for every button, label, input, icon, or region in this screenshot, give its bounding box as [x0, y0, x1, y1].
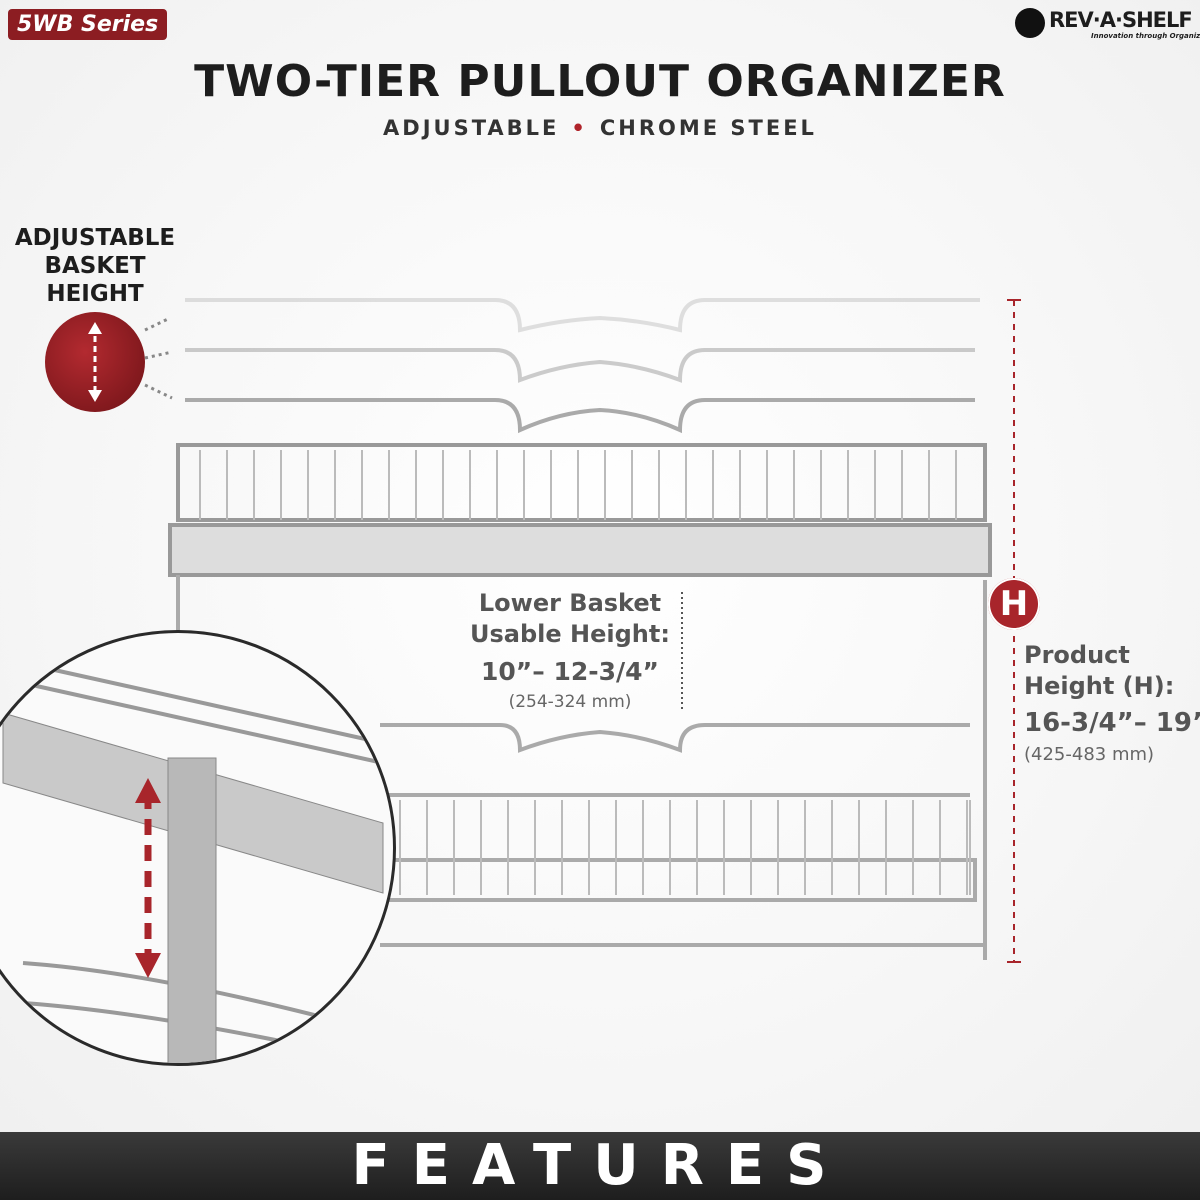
separator-dot: •: [571, 116, 588, 140]
logo-mark-icon: [1015, 8, 1045, 38]
subtitle: ADJUSTABLE • CHROME STEEL: [0, 116, 1200, 140]
lower-metric: (254-324 mm): [508, 692, 632, 712]
brand-name: REV·A·SHELF: [1049, 8, 1193, 32]
page-title: TWO-TIER PULLOUT ORGANIZER: [194, 56, 1006, 107]
adjust-arrow-icon: [45, 312, 145, 412]
feature-adjustable: ADJUSTABLE: [383, 116, 560, 140]
lower-value: 10”– 12-3/4”: [481, 657, 659, 686]
series-badge: 5WB Series: [8, 9, 168, 40]
feature-chrome-steel: CHROME STEEL: [599, 116, 817, 140]
height-badge: H: [988, 578, 1040, 630]
adjustable-heading: ADJUSTABLE BASKET HEIGHT: [5, 224, 185, 308]
prod-metric: (425-483 mm): [1024, 744, 1155, 765]
brand-tagline: Innovation through Organization: [1091, 32, 1200, 40]
prod-value: 16-3/4”– 19”: [1024, 708, 1200, 738]
adj-line: ADJUSTABLE: [14, 225, 176, 251]
adj-line: BASKET: [44, 253, 146, 279]
lower-label: Lower Basket: [478, 589, 662, 617]
detail-inset: [0, 630, 396, 1066]
adj-line: HEIGHT: [46, 281, 144, 307]
product-height-callout: Product Height (H): 16-3/4”– 19” (425-48…: [1024, 640, 1200, 770]
lower-label: Usable Height:: [470, 620, 670, 648]
lower-basket-callout: Lower Basket Usable Height: 10”– 12-3/4”…: [460, 588, 680, 718]
prod-label: Height (H):: [1024, 672, 1175, 700]
features-footer: FEATURES: [0, 1132, 1200, 1200]
brand-logo: REV·A·SHELF Innovation through Organizat…: [1015, 8, 1200, 44]
basket-illustration: [144, 298, 1021, 963]
prod-label: Product: [1024, 641, 1130, 669]
